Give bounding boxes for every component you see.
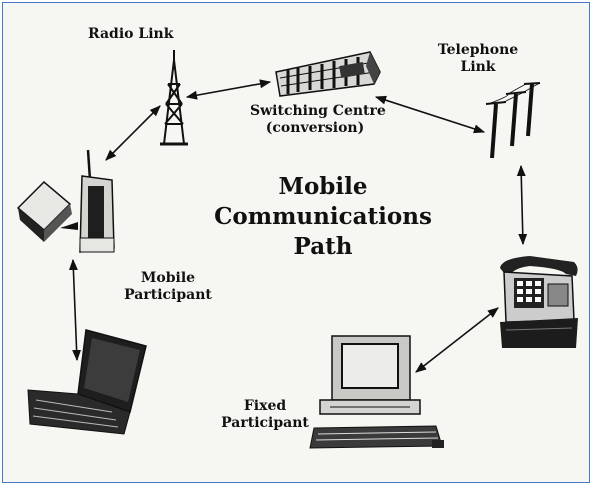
switching-centre-line1: Switching Centre: [250, 103, 386, 119]
title-line2: Communications: [214, 203, 432, 230]
telephone-link-line1: Telephone: [437, 42, 519, 58]
telephone-link-line2: Link: [460, 59, 496, 75]
arrow-mast-switching: [185, 79, 272, 100]
arrow-poles-telephone: [516, 164, 528, 246]
arrow-mobile-laptop: [68, 258, 82, 362]
switching-centre-icon: [275, 51, 381, 97]
connection-arrows: [68, 79, 528, 373]
title-line3: Path: [293, 233, 353, 260]
radio-mast-icon: [160, 50, 188, 146]
telephone-poles-icon: [485, 82, 541, 159]
mobile-participant-label: Mobile Participant: [120, 270, 216, 304]
cradle-unit-icon: [16, 180, 78, 242]
diagram-title: Mobile Communications Path: [210, 172, 436, 262]
arrow-telephone-computer: [415, 307, 499, 373]
mobile-phone-icon: [79, 149, 115, 253]
desktop-computer-icon: [309, 335, 444, 449]
title-line1: Mobile: [278, 173, 368, 200]
mobile-participant-line1: Mobile: [140, 270, 196, 286]
fixed-participant-line1: Fixed: [243, 398, 287, 414]
arrow-mast-mobile: [105, 105, 161, 161]
telephone-link-label: Telephone Link: [434, 42, 522, 76]
fixed-participant-line2: Participant: [221, 415, 309, 431]
radio-link-label: Radio Link: [88, 26, 174, 42]
switching-centre-line2: (conversion): [265, 120, 365, 136]
fixed-participant-label: Fixed Participant: [218, 398, 312, 432]
desk-telephone-icon: [500, 256, 578, 348]
arrow-switching-poles: [374, 95, 486, 134]
laptop-icon: [27, 329, 147, 435]
mobile-participant-line2: Participant: [124, 287, 212, 303]
switching-centre-label: Switching Centre (conversion): [250, 103, 386, 137]
